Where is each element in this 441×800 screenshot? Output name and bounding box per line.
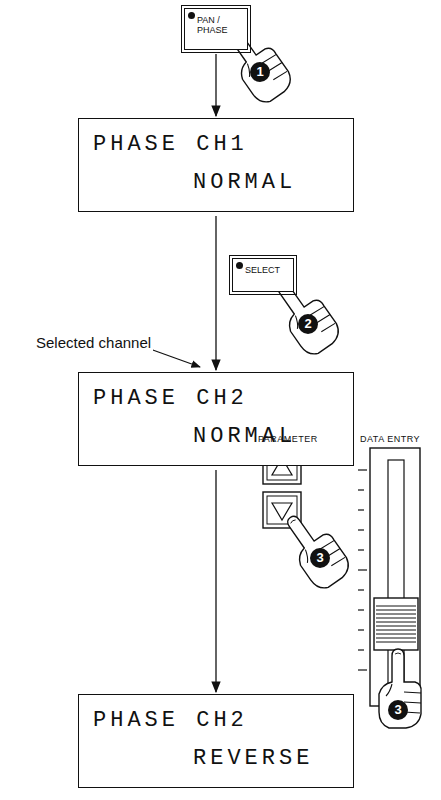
display-value: REVERSE [193,745,339,773]
pressing-hand [275,504,355,593]
data-entry-slider [358,448,420,706]
callout-number: 2 [298,314,318,334]
flow-arrow [215,54,216,116]
callout-number: 3 [310,548,330,568]
flow-arrow [215,216,216,370]
sliding-hand [379,649,421,728]
display-heading: PHASE CH1 [93,131,339,159]
control-label: DATA ENTRY [360,434,420,444]
lcd-display: PHASE CH2NORMAL [78,372,354,466]
push-button: SELECT [232,258,294,292]
annotation-label: Selected channel [34,334,153,351]
lcd-display: PHASE CH2REVERSE [78,694,354,788]
flow-arrow [215,470,216,692]
callout-number: 1 [250,62,270,82]
button-label: PAN / PHASE [197,15,243,35]
callout-number: 3 [388,700,408,720]
display-heading: PHASE CH2 [93,707,339,735]
lcd-display: PHASE CH1NORMAL [78,118,354,212]
display-value: NORMAL [193,169,339,197]
push-button: PAN / PHASE [184,8,248,50]
leader-line [150,349,200,367]
button-label: SELECT [245,265,289,275]
control-label: PARAMETER [258,434,318,444]
display-heading: PHASE CH2 [93,385,339,413]
